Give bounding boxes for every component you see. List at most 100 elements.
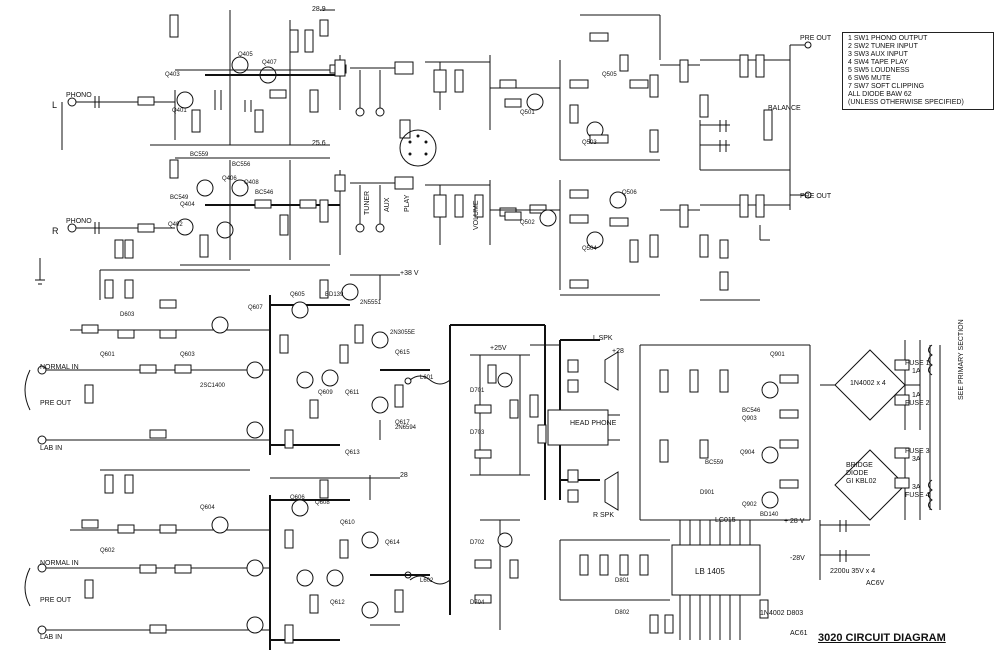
component-ref: D801 (615, 578, 630, 584)
right-speaker-label: R SPK (593, 512, 615, 519)
component-ref: BD140 (760, 512, 779, 518)
component-ref: BC549 (170, 195, 189, 201)
phono-left-label: PHONO (66, 92, 92, 99)
phono-preamp-left (61, 9, 347, 150)
component-ref: Q503 (582, 140, 597, 146)
component-ref: Q605 (290, 292, 305, 298)
component-ref: BD139 (325, 292, 344, 298)
ac61-label: AC61 (790, 630, 808, 637)
power-supply (559, 340, 941, 640)
component-ref: BC546 (742, 408, 761, 414)
component-ref: Q504 (582, 246, 597, 252)
component-ref: Q506 (622, 190, 637, 196)
balance-label: BALANCE (768, 105, 801, 112)
speaker-outputs (547, 339, 620, 511)
fuse3-label: FUSE 3 (905, 448, 930, 455)
component-ref: BC546 (255, 190, 274, 196)
component-ref: 2N5551 (360, 300, 382, 306)
component-ref: Q901 (770, 352, 785, 358)
supply-25v-label: +25V (490, 345, 507, 352)
component-ref: Q612 (330, 600, 345, 606)
input-selector (334, 55, 547, 255)
component-ref: Q614 (385, 540, 400, 546)
phono-right-label: PHONO (66, 218, 92, 225)
legend-line: 7 SW7 SOFT CLIPPING (848, 83, 925, 90)
component-ref: Q603 (180, 352, 195, 358)
component-ref: 2N3055E (390, 330, 416, 336)
ic-label: LB 1405 (695, 567, 725, 576)
phono-preamp-right (35, 157, 340, 285)
bridge-label-2: DIODE (846, 470, 869, 477)
diagram-title: 3020 CIRCUIT DIAGRAM (818, 632, 946, 644)
pre-out-2-label: PRE OUT (40, 597, 72, 604)
supply-plus28v-label: + 28 V (784, 518, 805, 525)
supply-38v-label: +38 V (400, 270, 419, 277)
pre-out-top-label: PRE OUT (800, 35, 832, 42)
d803-label: 1N4002 D803 (760, 610, 804, 617)
component-ref: Q404 (180, 202, 195, 208)
switch-tuner-label: TUNER (364, 190, 371, 215)
legend-line: 2 SW2 TUNER INPUT (848, 43, 918, 50)
lab-in-1-label: LAB IN (40, 445, 63, 452)
component-ref: Q403 (165, 72, 180, 78)
power-amp-right (24, 469, 451, 650)
component-ref: Q902 (742, 502, 757, 508)
ac6v-label: AC6V (866, 580, 885, 587)
supply-plus28-label: +28 (612, 348, 624, 355)
component-ref: D603 (120, 312, 135, 318)
component-ref: Q601 (100, 352, 115, 358)
see-primary-label: SEE PRIMARY SECTION (958, 319, 965, 400)
component-ref: Q607 (248, 305, 263, 311)
switch-legend (842, 32, 994, 110)
legend-line: 6 SW6 MUTE (848, 75, 891, 82)
component-ref: Q402 (168, 222, 183, 228)
component-ref: Q613 (345, 450, 360, 456)
pre-out-mid-label: PRE OUT (800, 193, 832, 200)
component-ref: BC559 (190, 152, 209, 158)
fuse3-rating: 3A (912, 456, 921, 463)
component-ref: Q502 (520, 220, 535, 226)
component-ref: Q903 (742, 416, 757, 422)
component-ref: 2SC1400 (200, 383, 226, 389)
component-ref: D802 (615, 610, 630, 616)
filter-cap-label: 2200u 35V x 4 (830, 568, 876, 575)
component-ref: Q505 (602, 72, 617, 78)
fuse1-rating: 1A (912, 368, 921, 375)
pre-out-1-label: PRE OUT (40, 400, 72, 407)
bridge-label-3: GI KBL02 (846, 478, 877, 485)
legend-line: ALL DIODE BAW 62 (848, 91, 912, 98)
power-amp-left (24, 269, 451, 455)
component-ref: L602 (420, 578, 434, 584)
component-ref: Q501 (520, 110, 535, 116)
ic-ref-label: LC015 (715, 517, 736, 524)
supply-minus28v-label: -28V (790, 555, 805, 562)
component-ref: D703 (470, 430, 485, 436)
legend-line: 3 SW3 AUX INPUT (848, 51, 908, 58)
component-ref: Q401 (172, 108, 187, 114)
bridge-label-1: BRIDGE (846, 462, 873, 469)
component-ref: Q408 (244, 180, 259, 186)
component-ref: 2N6594 (395, 425, 417, 431)
supply-28-9-label: 28.9 (312, 6, 326, 13)
right-channel-label: R (52, 226, 59, 236)
left-channel-label: L (52, 100, 58, 110)
component-ref: D701 (470, 388, 485, 394)
normal-in-2-label: NORMAL IN (40, 560, 79, 567)
supply-25-6-label: 25.6 (312, 140, 326, 147)
component-ref: Q604 (200, 505, 215, 511)
component-ref: D702 (470, 540, 485, 546)
component-ref: BC556 (232, 162, 251, 168)
component-ref: Q602 (100, 548, 115, 554)
component-ref: BC559 (705, 460, 724, 466)
component-ref: Q407 (262, 60, 277, 66)
component-ref: Q610 (340, 520, 355, 526)
rectifier-label: 1N4002 x 4 (850, 380, 886, 387)
component-ref: D901 (700, 490, 715, 496)
normal-in-1-label: NORMAL IN (40, 364, 79, 371)
supply-28-label: 28 (400, 472, 408, 479)
component-ref: Q904 (740, 450, 755, 456)
fuse2-label: FUSE 2 (905, 400, 930, 407)
switch-aux-label: AUX (384, 197, 391, 212)
component-ref: Q611 (345, 390, 360, 396)
